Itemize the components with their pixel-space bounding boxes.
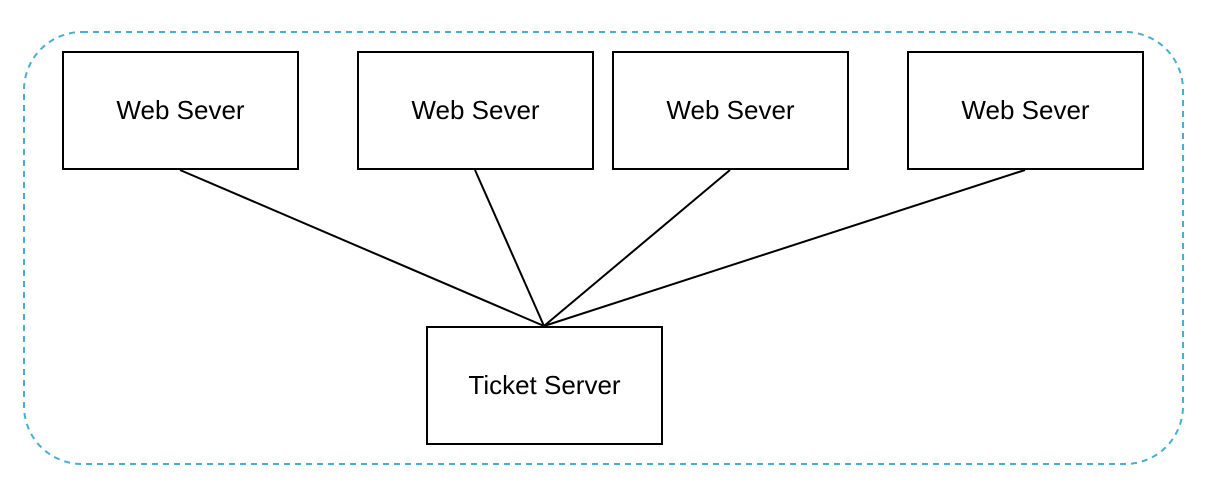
system-boundary bbox=[23, 31, 1184, 465]
web-server-label-1: Web Sever bbox=[116, 95, 245, 125]
connection-line-4 bbox=[543, 169, 1026, 327]
web-server-node-2: Web Sever bbox=[357, 51, 594, 170]
web-server-label-4: Web Sever bbox=[961, 95, 1090, 125]
connection-line-1 bbox=[179, 169, 545, 327]
web-server-node-3: Web Sever bbox=[612, 51, 849, 170]
ticket-server-label: Ticket Server bbox=[468, 370, 621, 400]
connection-line-2 bbox=[474, 169, 545, 327]
ticket-server-node: Ticket Server bbox=[426, 326, 663, 445]
web-server-node-4: Web Sever bbox=[907, 51, 1144, 170]
web-server-label-2: Web Sever bbox=[411, 95, 540, 125]
connection-line-3 bbox=[543, 169, 731, 327]
web-server-node-1: Web Sever bbox=[62, 51, 299, 170]
web-server-label-3: Web Sever bbox=[666, 95, 795, 125]
